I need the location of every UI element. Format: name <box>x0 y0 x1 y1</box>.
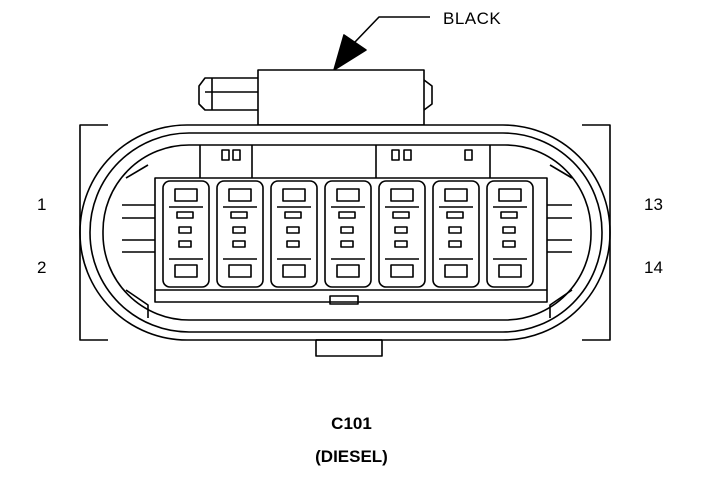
terminal-cavity <box>324 180 372 288</box>
terminal-cavity <box>486 180 534 288</box>
pin-14-label: 14 <box>644 258 663 277</box>
terminal-cavities <box>162 180 534 288</box>
pin-13-label: 13 <box>644 195 663 214</box>
terminal-cavity <box>162 180 210 288</box>
pin-2-label: 2 <box>37 258 47 277</box>
terminal-cavity <box>432 180 480 288</box>
terminal-cavity <box>378 180 426 288</box>
connector-id: C101 <box>331 414 372 433</box>
terminal-cavity <box>270 180 318 288</box>
connector-variant: (DIESEL) <box>315 447 388 466</box>
pin-1-label: 1 <box>37 195 47 214</box>
terminal-cavity <box>216 180 264 288</box>
terminal-block <box>122 145 573 318</box>
callout-arrow <box>333 16 430 71</box>
wire-color-callout: BLACK <box>443 9 502 28</box>
locking-tab <box>198 69 433 126</box>
